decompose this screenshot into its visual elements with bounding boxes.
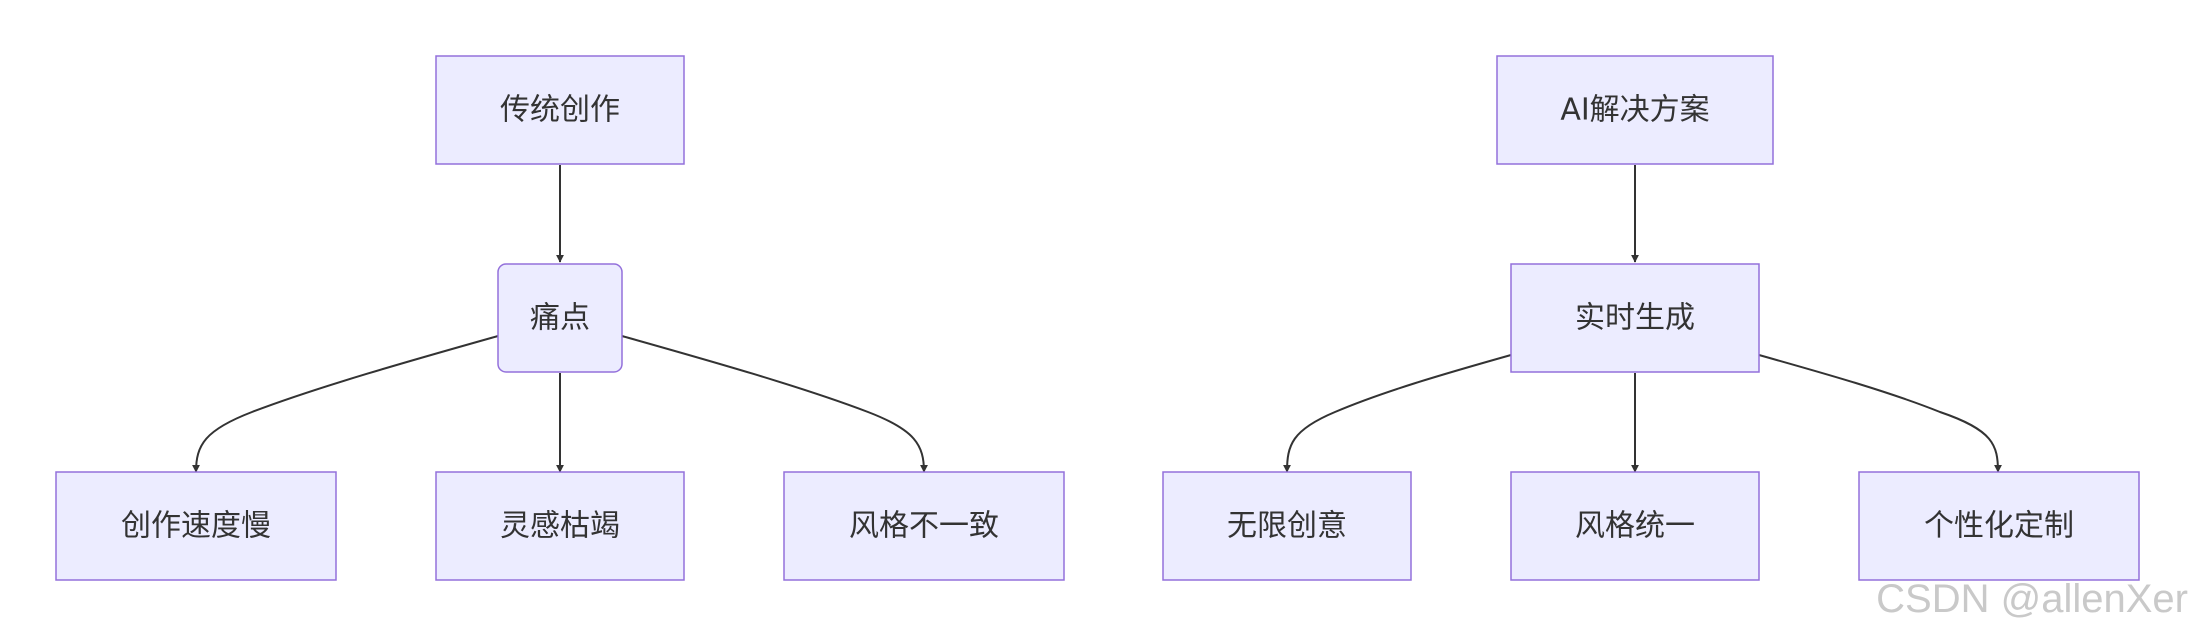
node-ai-solution-label: AI解决方案	[1560, 93, 1709, 128]
node-unified-style: 风格统一	[1510, 471, 1760, 581]
node-personalization: 个性化定制	[1858, 471, 2140, 581]
edge-realtime-to-unlimited-creativity	[1283, 354, 1512, 473]
node-ai-solution: AI解决方案	[1496, 55, 1774, 165]
node-traditional-creation: 传统创作	[435, 55, 685, 165]
node-slow-speed-label: 创作速度慢	[121, 509, 271, 544]
right-flow-edges	[1283, 165, 2002, 473]
node-pain-points: 痛点	[497, 263, 623, 373]
edge-painpoints-to-slow-speed	[192, 335, 499, 473]
node-lack-inspiration-label: 灵感枯竭	[500, 509, 620, 544]
node-realtime-generation: 实时生成	[1510, 263, 1760, 373]
left-flow-edges	[192, 165, 928, 473]
node-slow-speed: 创作速度慢	[55, 471, 337, 581]
watermark-text: CSDN @allenXer	[1876, 577, 2188, 621]
node-traditional-creation-label: 传统创作	[500, 93, 620, 128]
node-inconsistent-style: 风格不一致	[783, 471, 1065, 581]
edge-realtime-to-personalization	[1758, 354, 2002, 473]
node-unlimited-creativity: 无限创意	[1162, 471, 1412, 581]
node-pain-points-label: 痛点	[530, 301, 590, 336]
node-inconsistent-style-label: 风格不一致	[849, 509, 999, 544]
node-realtime-generation-label: 实时生成	[1575, 301, 1695, 336]
edge-painpoints-to-inconsistent-style	[621, 335, 928, 473]
node-personalization-label: 个性化定制	[1924, 509, 2074, 544]
node-unlimited-creativity-label: 无限创意	[1227, 509, 1347, 544]
node-unified-style-label: 风格统一	[1575, 509, 1695, 544]
node-lack-inspiration: 灵感枯竭	[435, 471, 685, 581]
